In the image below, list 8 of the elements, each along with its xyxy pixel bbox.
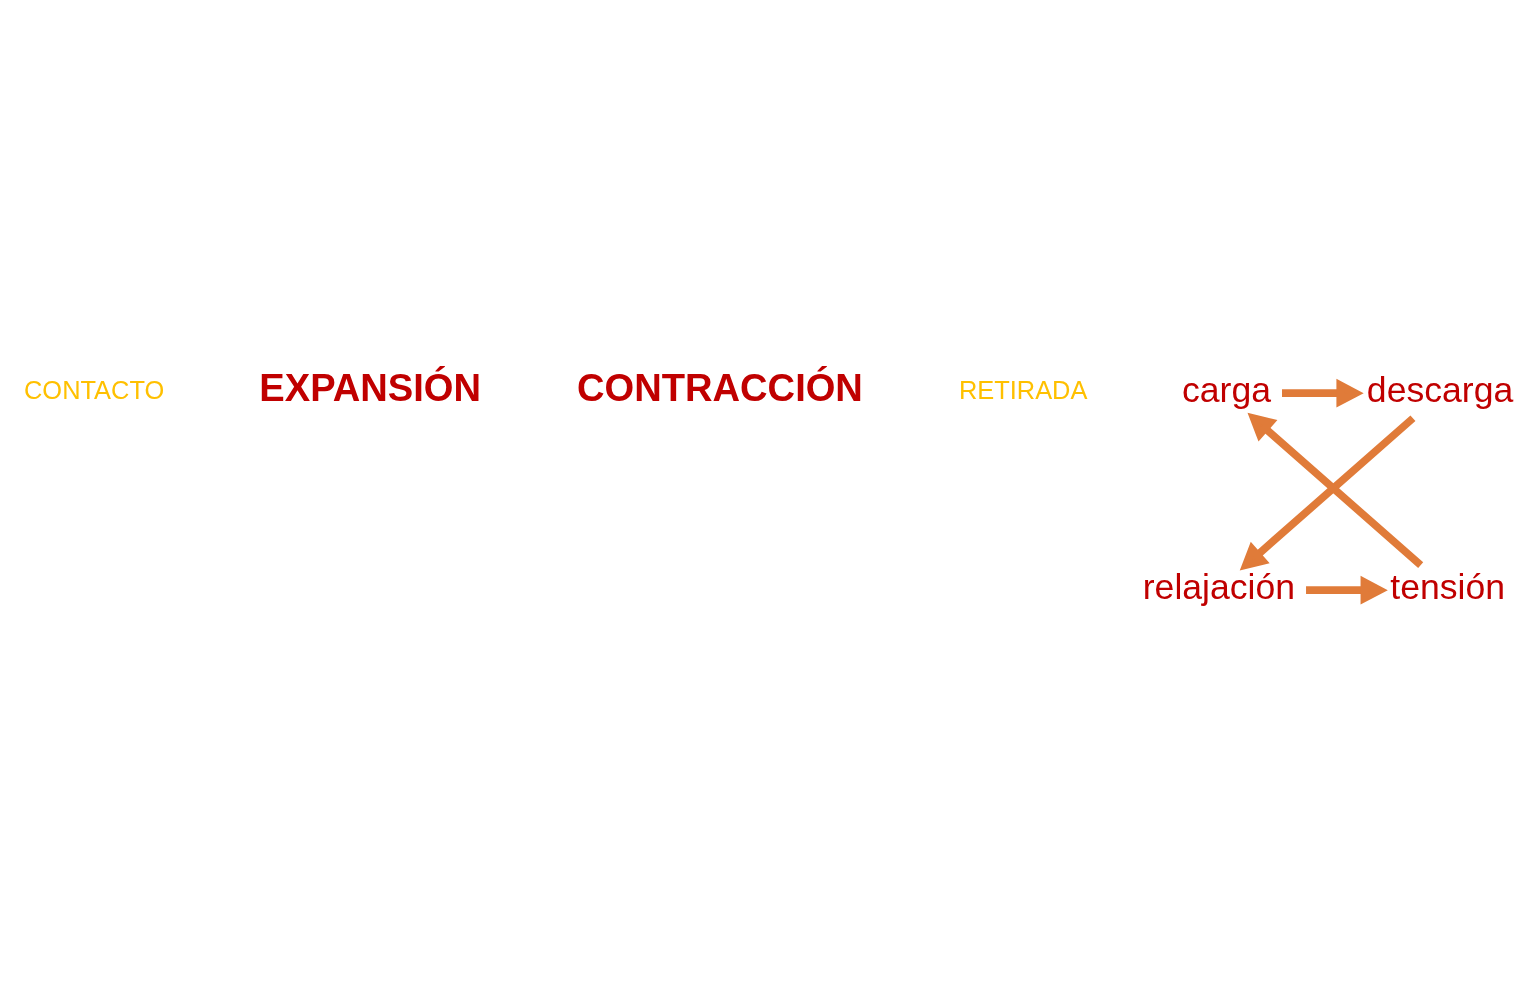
node-text: carga xyxy=(1182,369,1272,410)
node-text: descarga xyxy=(1366,369,1514,410)
label: CONTACTO xyxy=(24,376,165,405)
node-text: relajación xyxy=(1142,566,1296,607)
node-text: tensión xyxy=(1390,566,1506,607)
label: CONTRACCIÓN xyxy=(577,366,863,410)
label: EXPANSIÓN xyxy=(259,366,481,410)
label: RETIRADA xyxy=(958,376,1088,405)
